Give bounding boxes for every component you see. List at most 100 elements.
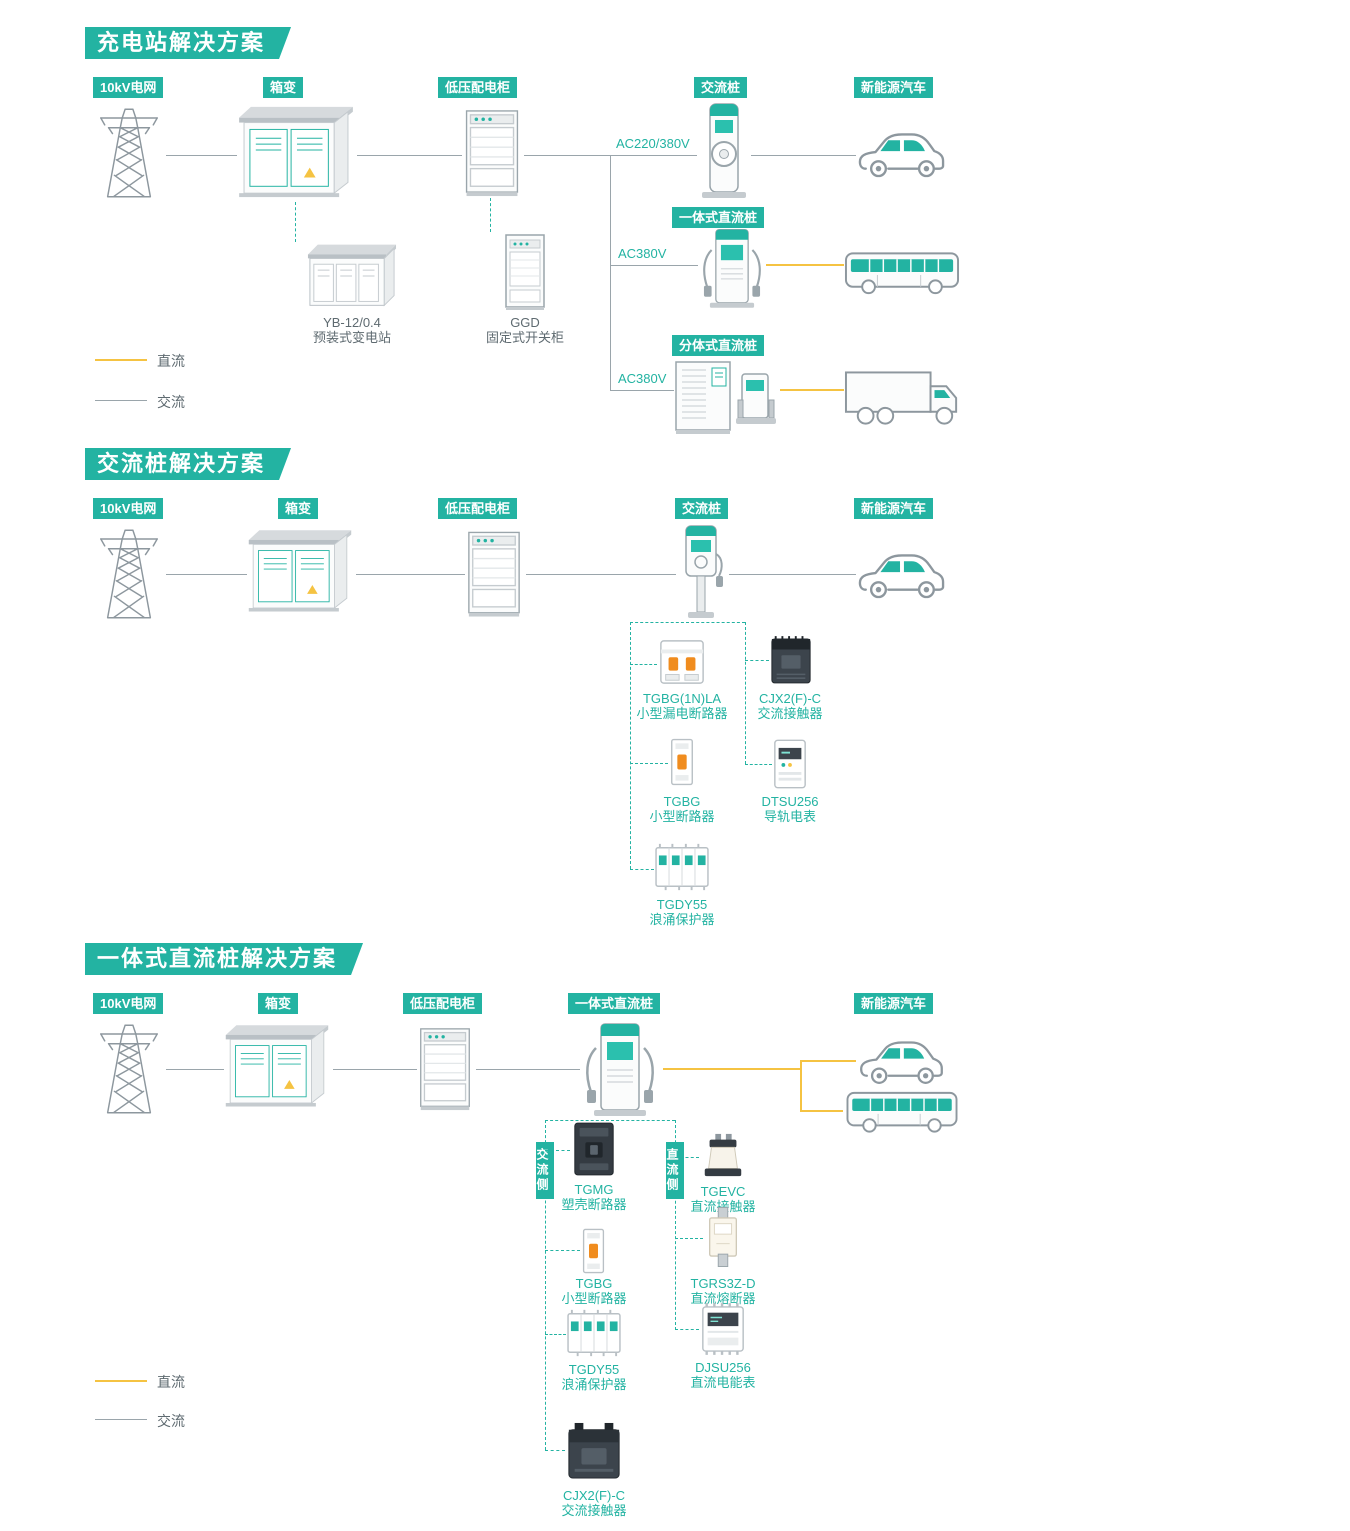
product-desc: 浪涌保护器 <box>649 912 715 927</box>
line-acpile-car <box>751 155 856 156</box>
line-transformer-cabinet <box>356 574 465 575</box>
line-cabinet-acpile <box>526 574 676 575</box>
ev-truck-icon <box>844 368 964 430</box>
dash-transformer-to-yb <box>295 202 296 242</box>
product-name: TGMG <box>574 1182 614 1197</box>
yb-substation-icon <box>306 240 398 310</box>
product-desc: 交流接触器 <box>561 1503 627 1518</box>
line-dcpile-branch <box>663 1068 800 1070</box>
s3-badge-transformer: 箱变 <box>258 993 299 1014</box>
surge-protector-icon <box>566 1308 622 1358</box>
product-name: DTSU256 <box>761 794 819 809</box>
label-ac380v-truck: AC380V <box>618 371 667 386</box>
s1-badge-vehicle: 新能源汽车 <box>854 77 934 98</box>
product-name: DJSU256 <box>695 1360 751 1375</box>
din-rail-meter-icon <box>772 738 808 790</box>
transmission-tower-icon <box>95 106 163 200</box>
dash-stub <box>545 1250 580 1251</box>
label-ac380v-bus: AC380V <box>618 246 667 261</box>
product-desc: 直流熔断器 <box>690 1291 756 1306</box>
dash-stub <box>675 1157 699 1158</box>
product-name: TGBG <box>663 794 701 809</box>
s2-badge-vehicle: 新能源汽车 <box>854 498 934 519</box>
line-junction-vertical <box>610 155 611 390</box>
section3-title: 一体式直流桩解决方案 <box>97 946 338 971</box>
line-grid-transformer <box>166 574 247 575</box>
dash-stub <box>745 660 769 661</box>
product-name: TGBG(1N)LA <box>642 691 721 706</box>
line-grid-transformer <box>166 1069 224 1070</box>
product-desc: 交流接触器 <box>757 706 823 721</box>
lv-cabinet-icon <box>465 529 523 619</box>
product-name: GGD <box>510 315 540 330</box>
lv-cabinet-icon <box>417 1024 473 1114</box>
dash-pile-breakout <box>630 622 745 623</box>
dash-spine-dc-side <box>675 1120 676 1330</box>
s2-badge-transformer: 箱变 <box>278 498 319 519</box>
product-cjx2-label: CJX2(F)-C 交流接触器 <box>730 691 850 721</box>
product-desc: 导轨电表 <box>763 809 816 824</box>
s1-badge-transformer: 箱变 <box>263 77 304 98</box>
product-desc: 固定式开关柜 <box>485 330 564 345</box>
dc-energy-meter-icon <box>699 1300 747 1358</box>
s3-badge-cabinet: 低压配电柜 <box>403 993 483 1014</box>
line-junction-splitpile <box>610 390 674 391</box>
line-branch-car <box>800 1060 856 1062</box>
line-acpile-car <box>729 574 856 575</box>
legend-ac-line <box>95 1419 147 1420</box>
line-branch-vertical <box>800 1061 802 1112</box>
label-ac220-380v: AC220/380V <box>616 136 690 151</box>
dash-stub <box>630 869 654 870</box>
product-cjx2-label: CJX2(F)-C 交流接触器 <box>534 1488 654 1518</box>
line-cabinet-dcpile <box>476 1069 580 1070</box>
product-name: CJX2(F)-C <box>562 1488 626 1503</box>
ggd-cabinet-icon <box>502 232 548 312</box>
product-desc: 小型断路器 <box>649 809 715 824</box>
product-dtsu256-label: DTSU256 导轨电表 <box>730 794 850 824</box>
transmission-tower-icon <box>95 527 163 621</box>
side-badge-dc: 直流侧 <box>665 1142 684 1199</box>
dash-stub <box>545 1150 570 1151</box>
dash-spine-left <box>630 622 631 869</box>
box-transformer-icon <box>237 101 355 201</box>
dc-charging-pile-icon <box>698 226 766 308</box>
line-branch-bus <box>800 1110 843 1112</box>
section2-title: 交流桩解决方案 <box>97 451 266 476</box>
product-desc: 小型断路器 <box>561 1291 627 1306</box>
s1-badge-dc-integrated: 一体式直流桩 <box>672 207 765 228</box>
s2-badge-cabinet: 低压配电柜 <box>438 498 518 519</box>
dash-stub <box>745 764 772 765</box>
dash-pile-breakout <box>545 1120 675 1121</box>
product-name: TGEVC <box>700 1184 746 1199</box>
s3-badge-vehicle: 新能源汽车 <box>854 993 934 1014</box>
line-splitpile-truck <box>780 389 844 391</box>
legend-ac-line <box>95 400 147 401</box>
line-junction-dcpile <box>610 265 698 266</box>
section1-title-banner: 充电站解决方案 <box>85 27 291 59</box>
dash-stub <box>675 1329 699 1330</box>
surge-protector-icon <box>654 842 710 892</box>
ac-contactor-icon <box>769 634 813 686</box>
product-tgevc-label: TGEVC 直流接触器 <box>663 1184 783 1214</box>
rcbo-breaker-icon <box>657 638 707 686</box>
ev-bus-icon <box>843 1090 961 1134</box>
legend-ac-label: 交流 <box>157 1413 185 1429</box>
dash-stub <box>545 1334 566 1335</box>
product-name: CJX2(F)-C <box>758 691 822 706</box>
product-name: YB-12/0.4 <box>323 315 381 330</box>
dc-contactor-icon <box>699 1132 747 1180</box>
ev-bus-icon <box>844 250 960 296</box>
line-transformer-cabinet <box>333 1069 417 1070</box>
product-tgdy55-label: TGDY55 浪涌保护器 <box>534 1362 654 1392</box>
s1-badge-cabinet: 低压配电柜 <box>438 77 518 98</box>
mini-breaker-icon <box>668 736 696 788</box>
product-desc: 预装式变电站 <box>312 330 391 345</box>
dash-stub <box>630 664 657 665</box>
box-transformer-icon <box>247 524 353 616</box>
s1-badge-dc-split: 分体式直流桩 <box>672 335 765 356</box>
ac-contactor-icon <box>565 1420 623 1482</box>
product-desc: 浪涌保护器 <box>561 1377 627 1392</box>
section2-title-banner: 交流桩解决方案 <box>85 448 291 480</box>
dash-spine-ac-side <box>545 1120 546 1450</box>
legend-ac-label: 交流 <box>157 394 185 410</box>
